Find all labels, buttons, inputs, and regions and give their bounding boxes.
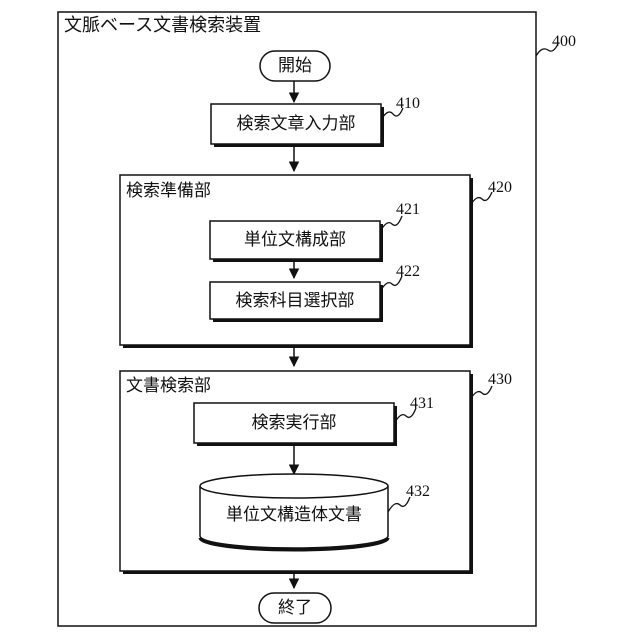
sentence-unit-label: 単位文構成部 — [210, 230, 380, 250]
prep-unit-title: 検索準備部 — [126, 181, 211, 201]
end-label: 終了 — [259, 598, 331, 618]
prep-unit-ref: 420 — [488, 178, 512, 198]
device-ref: 400 — [552, 32, 576, 52]
search-unit-title: 文書検索部 — [126, 376, 211, 396]
search-unit-ref: 430 — [488, 370, 512, 390]
input-unit-ref: 410 — [396, 94, 420, 114]
exec-unit-ref: 431 — [410, 394, 434, 414]
device-title: 文脈ベース文書検索装置 — [64, 16, 261, 36]
input-unit-label: 検索文章入力部 — [211, 114, 381, 134]
exec-unit-label: 検索実行部 — [194, 413, 394, 433]
database-ref: 432 — [406, 482, 430, 502]
sentence-unit-ref: 421 — [396, 200, 420, 220]
database-label: 単位文構造体文書 — [200, 505, 388, 525]
subject-unit-ref: 422 — [396, 262, 420, 282]
subject-unit-label: 検索科目選択部 — [210, 291, 380, 311]
start-label: 開始 — [260, 56, 330, 76]
